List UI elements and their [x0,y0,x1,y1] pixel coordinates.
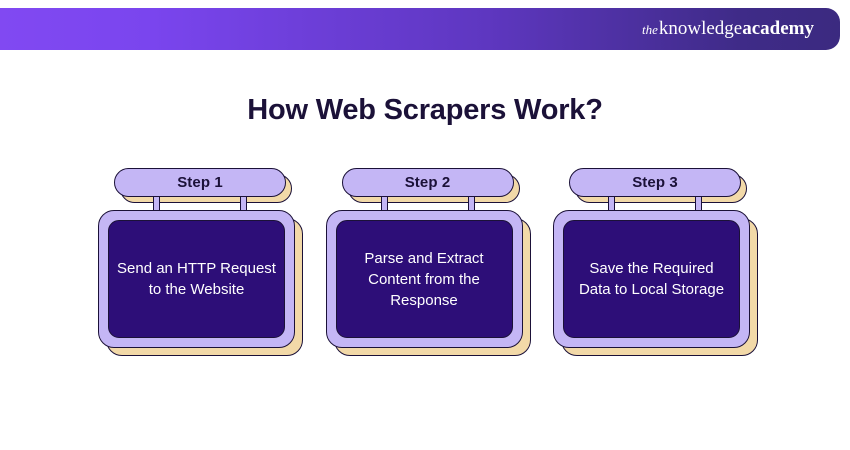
brand-knowledge-text: knowledge [658,18,743,39]
brand-the-text: the [641,22,658,37]
badge-pill-1: Step 1 [114,168,286,197]
badge-label-1: Step 1 [177,174,223,191]
step-badge-2: Step 2 [341,168,520,203]
card-outer-1: Send an HTTP Request to the Website [98,210,295,348]
badge-label-3: Step 3 [632,174,678,191]
badge-pill-3: Step 3 [569,168,741,197]
step-card-2: Step 2 Parse and Extract Content from th… [325,168,531,358]
connector-left-3 [608,197,615,214]
connector-left-2 [380,197,388,214]
connector-right-3 [695,197,702,214]
connector-left-1 [153,197,160,214]
step-body-3: Save the Required Data to Local Storage [553,210,758,356]
page-title: How Web Scrapers Work? [247,94,603,126]
badge-pill-2: Step 2 [341,168,514,197]
card-text-2: Parse and Extract Content from the Respo… [364,249,484,309]
connector-right-2 [467,197,475,214]
step-body-1: Send an HTTP Request to the Website [98,210,303,356]
card-text-1: Send an HTTP Request to the Website [117,260,276,298]
card-inner-1: Send an HTTP Request to the Website [108,220,285,338]
connector-right-1 [240,197,247,214]
step-card-1: Step 1 Send an HTTP Request to the Websi… [98,168,303,358]
step-badge-1: Step 1 [114,168,292,203]
step-body-2: Parse and Extract Content from the Respo… [325,210,531,356]
step-card-3: Step 3 Save the Required Data to Local S… [553,168,758,358]
card-text-3: Save the Required Data to Local Storage [578,260,725,298]
card-outer-3: Save the Required Data to Local Storage [553,210,750,348]
card-inner-2: Parse and Extract Content from the Respo… [335,220,513,338]
step-badge-3: Step 3 [569,168,747,203]
card-outer-2: Parse and Extract Content from the Respo… [325,210,523,348]
badge-label-2: Step 2 [404,174,451,191]
steps-container: Step 1 Send an HTTP Request to the Websi… [98,168,758,358]
card-inner-3: Save the Required Data to Local Storage [563,220,740,338]
brand-academy-text: academy [742,18,814,39]
